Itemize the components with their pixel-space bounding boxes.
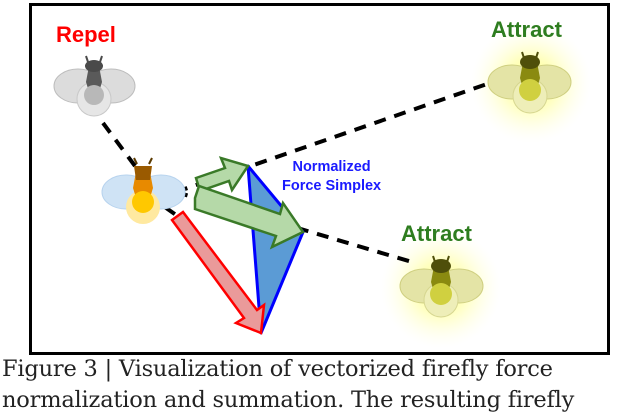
attract-arrow-bottom [193,184,305,250]
simplex-label: Normalized Force Simplex [282,158,381,196]
attract-top-label: Attract [491,17,562,42]
line-to-attract-top [175,82,488,194]
line-to-repel [101,121,137,168]
firefly-self-icon [101,157,186,224]
attract-arrow-top [194,156,250,193]
repel-label: Repel [56,22,116,47]
resulting-force-arrow [170,210,266,335]
caption-line2: normalization and summation. The resulti… [2,387,575,413]
figure-caption: Figure 3 | Visualization of vectorized f… [2,354,640,416]
simplex-label-line1: Normalized [292,159,371,175]
simplex-label-line2: Force Simplex [282,178,382,194]
firefly-repel-icon [53,55,136,117]
caption-line1: Figure 3 | Visualization of vectorized f… [2,356,553,382]
attract-bottom-label: Attract [401,221,472,246]
firefly-attract-bottom-icon [399,255,484,318]
firefly-attract-top-icon [487,51,572,114]
